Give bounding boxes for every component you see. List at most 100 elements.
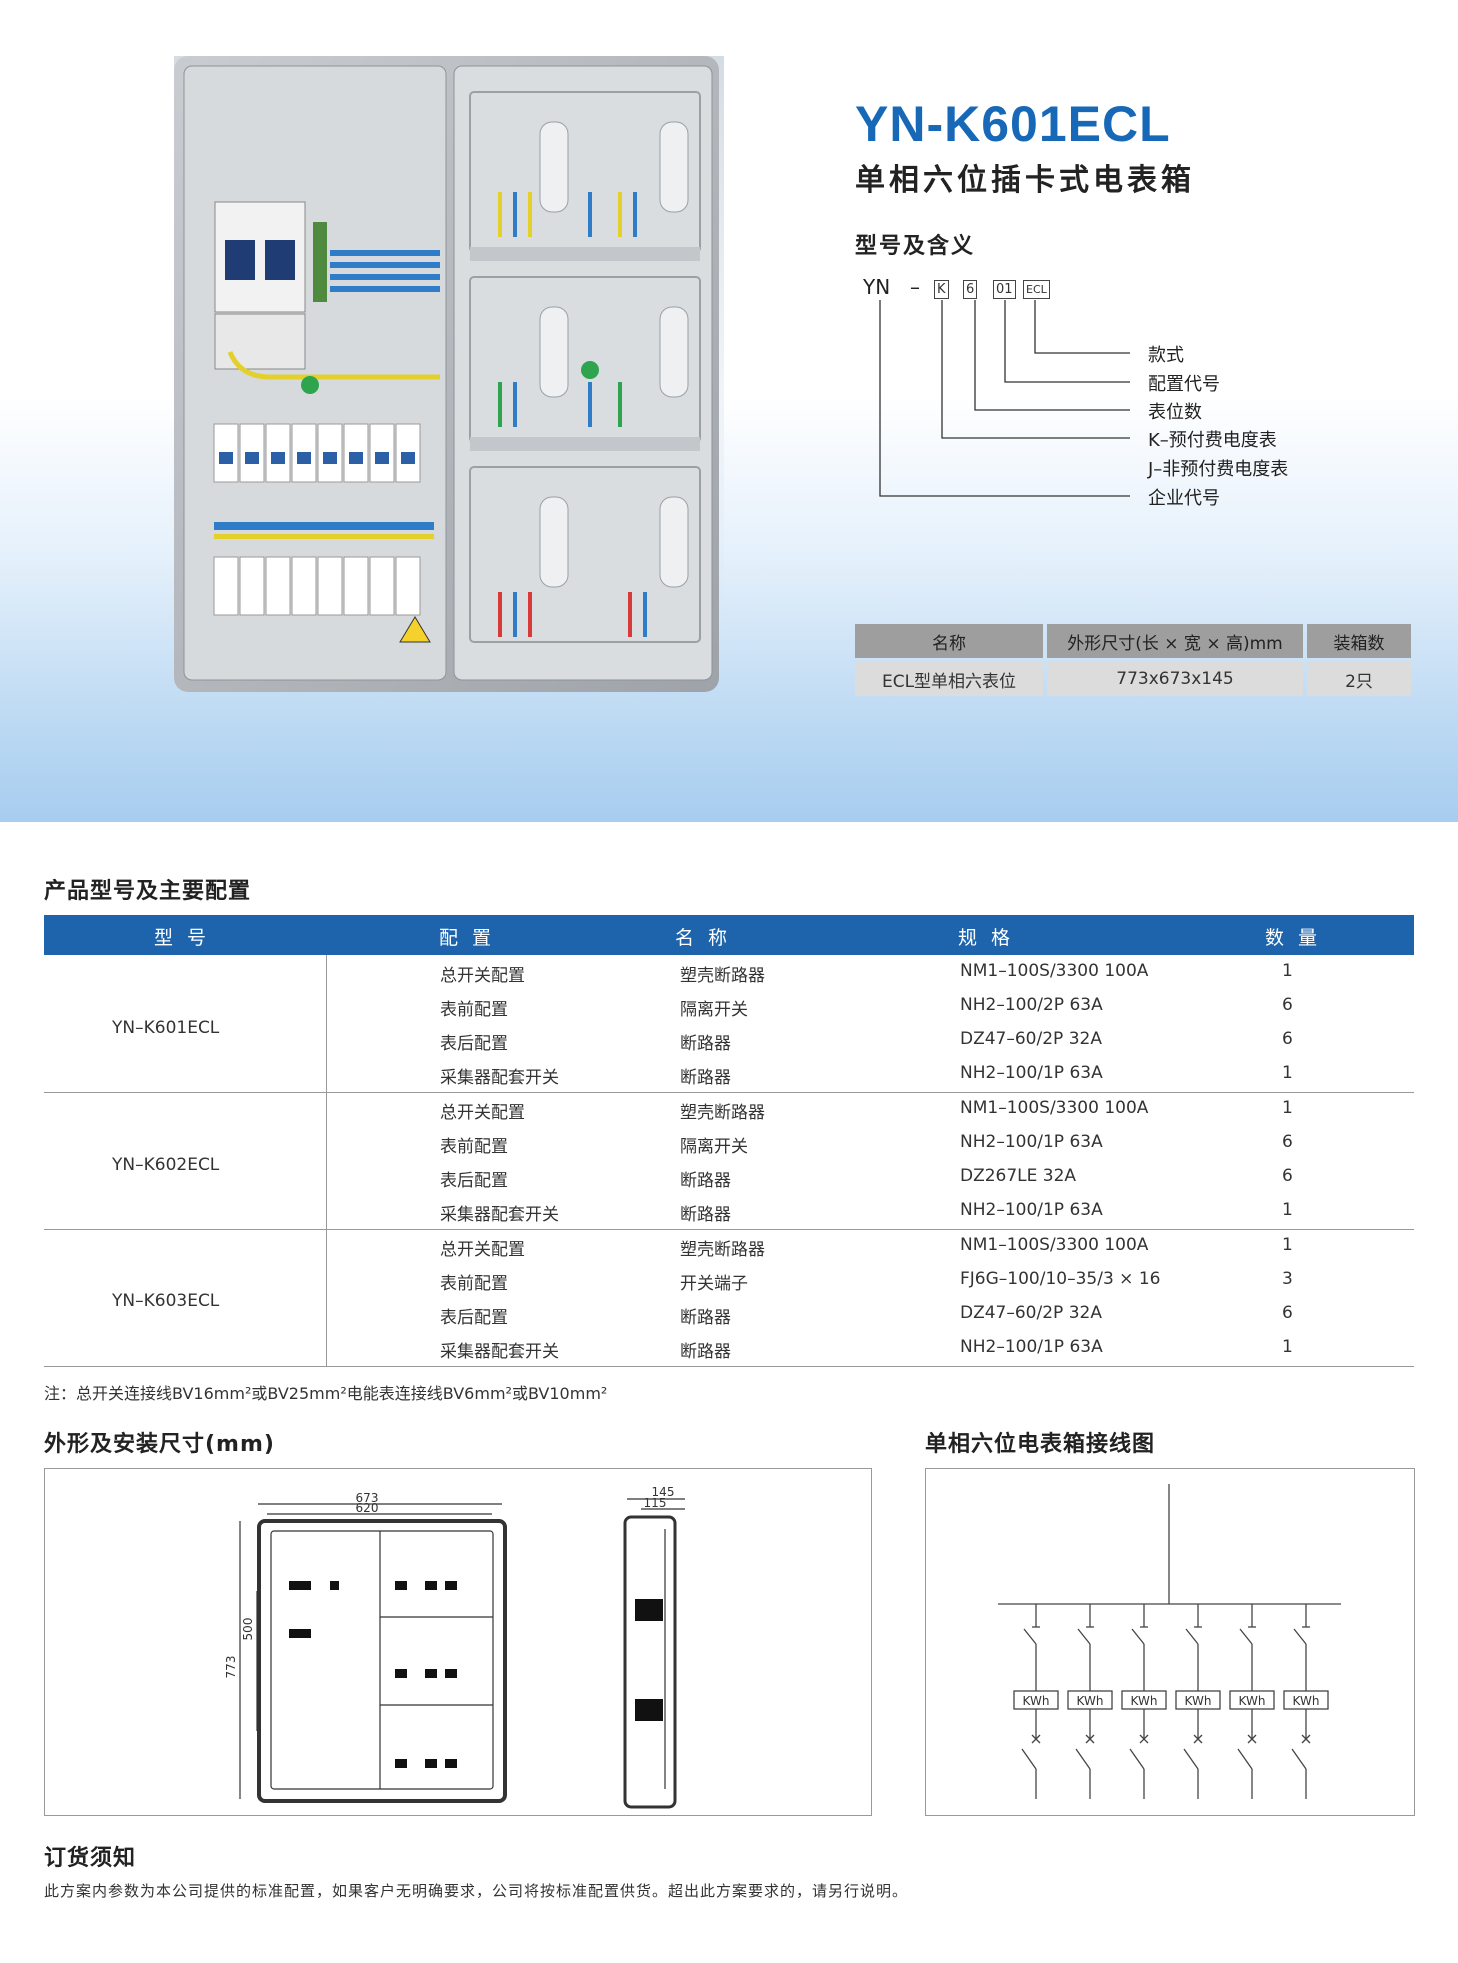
- spec-cell: DZ267LE 32A: [960, 1166, 1077, 1186]
- config-header-model: 型 号: [154, 927, 211, 949]
- spec-table: 名称 外形尺寸(长 × 宽 × 高)mm 装箱数 ECL型单相六表位 773x6…: [851, 620, 1415, 700]
- kwh-meter-label: KWh: [1239, 1694, 1266, 1708]
- name-cell: 隔离开关: [680, 1137, 748, 1157]
- qty-cell: 1: [1282, 1235, 1293, 1255]
- qty-cell: 1: [1282, 1063, 1293, 1083]
- spec-cell: NH2–100/1P 63A: [960, 1200, 1103, 1220]
- code-label-positions: 表位数: [1148, 402, 1202, 423]
- name-cell: 断路器: [680, 1034, 731, 1054]
- spec-cell: FJ6G–100/10–35/3 × 16: [960, 1269, 1161, 1289]
- product-subtitle: 单相六位插卡式电表箱: [855, 163, 1195, 198]
- spec-header-pack: 装箱数: [1307, 624, 1411, 658]
- config-divider: [326, 955, 327, 1367]
- kwh-meter-label: KWh: [1293, 1694, 1320, 1708]
- meter-branch: [1229, 1604, 1275, 1799]
- name-cell: 塑壳断路器: [680, 1240, 765, 1260]
- qty-cell: 1: [1282, 961, 1293, 981]
- code-label-prepaid: K–预付费电度表: [1148, 430, 1277, 451]
- config-header-qty: 数 量: [1265, 927, 1322, 949]
- dimensions-heading: 外形及安装尺寸(mm): [44, 1432, 275, 1457]
- code-label-config: 配置代号: [1148, 374, 1220, 395]
- wiring-panel: KWh KWh KWh KWh KWh KWh: [925, 1468, 1415, 1816]
- meter-branches: KWh KWh KWh KWh KWh KWh: [1013, 1604, 1329, 1799]
- spec-cell-pack: 2只: [1307, 662, 1411, 696]
- spec-cell: DZ47–60/2P 32A: [960, 1029, 1102, 1049]
- config-header-config: 配 置: [439, 927, 496, 949]
- kwh-meter-label: KWh: [1023, 1694, 1050, 1708]
- code-part-k: K: [934, 280, 949, 299]
- order-heading: 订货须知: [44, 1846, 137, 1871]
- config-cell: 表前配置: [440, 1137, 508, 1157]
- order-text: 此方案内参数为本公司提供的标准配置，如果客户无明确要求，公司将按标准配置供货。超…: [44, 1882, 909, 1900]
- code-part-6: 6: [963, 280, 978, 299]
- name-cell: 塑壳断路器: [680, 966, 765, 986]
- config-cell: 表后配置: [440, 1034, 508, 1054]
- dim-height-inner: 500: [241, 1618, 255, 1641]
- model-meaning-heading: 型号及含义: [855, 234, 976, 259]
- config-cell: 表后配置: [440, 1308, 508, 1328]
- qty-cell: 1: [1282, 1098, 1293, 1118]
- config-header-spec: 规 格: [958, 927, 1015, 949]
- config-cell: 采集器配套开关: [440, 1342, 559, 1362]
- name-cell: 断路器: [680, 1205, 731, 1225]
- spec-cell: NH2–100/1P 63A: [960, 1337, 1103, 1357]
- qty-cell: 6: [1282, 1029, 1293, 1049]
- dim-height-outer: 773: [224, 1656, 238, 1679]
- config-note: 注：总开关连接线BV16mm²或BV25mm²电能表连接线BV6mm²或BV10…: [44, 1384, 608, 1403]
- name-cell: 断路器: [680, 1171, 731, 1191]
- dim-depth-outer: 145: [652, 1485, 675, 1499]
- code-prefix: YN: [863, 275, 891, 299]
- code-part-01: 01: [993, 280, 1016, 299]
- dim-width-inner: 620: [356, 1501, 379, 1515]
- dimension-drawing: 673 620 773 500 145 115: [224, 1485, 685, 1809]
- kwh-meter-label: KWh: [1131, 1694, 1158, 1708]
- qty-cell: 3: [1282, 1269, 1293, 1289]
- spec-cell-name: ECL型单相六表位: [855, 662, 1043, 696]
- config-header-name: 名 称: [675, 927, 732, 949]
- config-cell: 采集器配套开关: [440, 1205, 559, 1225]
- qty-cell: 6: [1282, 995, 1293, 1015]
- model-cell: YN–K603ECL: [112, 1291, 220, 1311]
- wiring-diagram: KWh KWh KWh KWh KWh KWh: [998, 1484, 1341, 1799]
- code-leader-lines: [879, 300, 1130, 497]
- model-cell: YN–K601ECL: [112, 1018, 220, 1038]
- code-part-ecl: ECL: [1023, 280, 1050, 299]
- code-label-style: 款式: [1148, 345, 1184, 366]
- name-cell: 断路器: [680, 1068, 731, 1088]
- code-dash: –: [910, 275, 920, 299]
- spec-cell: NM1–100S/3300 100A: [960, 961, 1149, 981]
- meter-branch: [1067, 1604, 1113, 1799]
- meter-branch: [1283, 1604, 1329, 1799]
- config-heading: 产品型号及主要配置: [44, 879, 252, 904]
- name-cell: 隔离开关: [680, 1000, 748, 1020]
- config-table-header: 型 号 配 置 名 称 规 格 数 量: [44, 915, 1414, 955]
- spec-cell-size: 773x673x145: [1047, 662, 1303, 696]
- model-cell: YN–K602ECL: [112, 1155, 220, 1175]
- qty-cell: 6: [1282, 1166, 1293, 1186]
- spec-cell: DZ47–60/2P 32A: [960, 1303, 1102, 1323]
- kwh-meter-label: KWh: [1185, 1694, 1212, 1708]
- group-separator: [44, 1229, 1414, 1230]
- meter-branch: [1175, 1604, 1221, 1799]
- table-bottom-border: [44, 1366, 1414, 1367]
- spec-cell: NH2–100/1P 63A: [960, 1063, 1103, 1083]
- group-separator: [44, 1092, 1414, 1093]
- config-cell: 表后配置: [440, 1171, 508, 1191]
- qty-cell: 1: [1282, 1337, 1293, 1357]
- config-cell: 总开关配置: [440, 1240, 525, 1260]
- dim-depth-inner: 115: [644, 1496, 667, 1510]
- spec-header-name: 名称: [855, 624, 1043, 658]
- spec-header-size: 外形尺寸(长 × 宽 × 高)mm: [1047, 624, 1303, 658]
- config-cell: 表前配置: [440, 1274, 508, 1294]
- kwh-meter-label: KWh: [1077, 1694, 1104, 1708]
- name-cell: 断路器: [680, 1342, 731, 1362]
- product-photo: [174, 56, 724, 692]
- qty-cell: 6: [1282, 1132, 1293, 1152]
- spec-cell: NH2–100/1P 63A: [960, 1132, 1103, 1152]
- qty-cell: 6: [1282, 1303, 1293, 1323]
- config-cell: 表前配置: [440, 1000, 508, 1020]
- spec-cell: NM1–100S/3300 100A: [960, 1098, 1149, 1118]
- code-label-company: 企业代号: [1148, 488, 1220, 509]
- product-title: YN-K601ECL: [855, 96, 1171, 152]
- name-cell: 断路器: [680, 1308, 731, 1328]
